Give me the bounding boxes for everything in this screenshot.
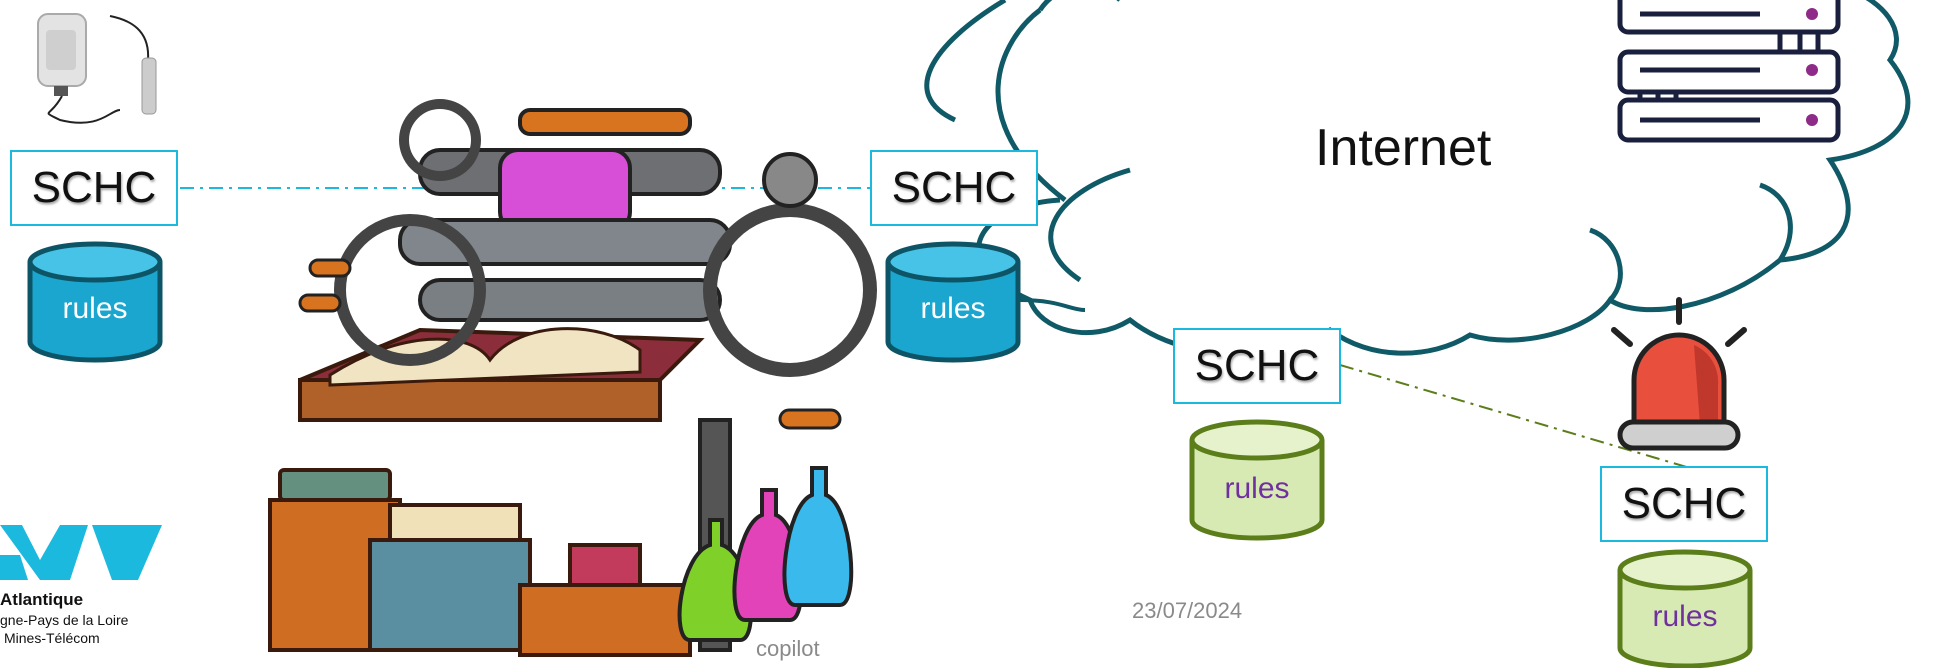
footer-date: 23/07/2024 <box>1132 598 1243 623</box>
alarm-schc-box: SCHC <box>1600 466 1768 542</box>
alarm-rules-label: rules <box>1652 600 1718 633</box>
middle-rules-cylinder <box>1189 419 1325 541</box>
server-icon <box>1617 0 1841 143</box>
sensor-device-icon <box>37 13 157 124</box>
internet-label: Internet <box>1315 119 1492 177</box>
logo-line-2: gne-Pays de la Loire <box>0 612 129 628</box>
gateway-cloud-link <box>1019 298 1086 312</box>
gateway-rules-cylinder <box>885 241 1021 363</box>
logo-line-1: Atlantique <box>0 590 84 609</box>
logo-line-3: Mines-Télécom <box>4 630 100 646</box>
imt-logo <box>0 525 162 580</box>
middle-rules-label: rules <box>1224 472 1290 505</box>
gateway-rules-label: rules <box>920 292 986 325</box>
device-rules-cylinder <box>27 241 163 363</box>
device-schc-box: SCHC <box>10 150 178 226</box>
alarm-rules-cylinder <box>1617 549 1753 668</box>
printing-press-illustration <box>268 99 877 657</box>
middle-schc-box: SCHC <box>1173 328 1341 404</box>
device-rules-label: rules <box>62 292 128 325</box>
gateway-schc-box: SCHC <box>870 150 1038 226</box>
alarm-siren-icon <box>1611 297 1747 451</box>
internet-cloud <box>924 0 1911 356</box>
image-credit: copilot <box>756 636 820 661</box>
middle-alarm-link <box>1339 364 1691 469</box>
